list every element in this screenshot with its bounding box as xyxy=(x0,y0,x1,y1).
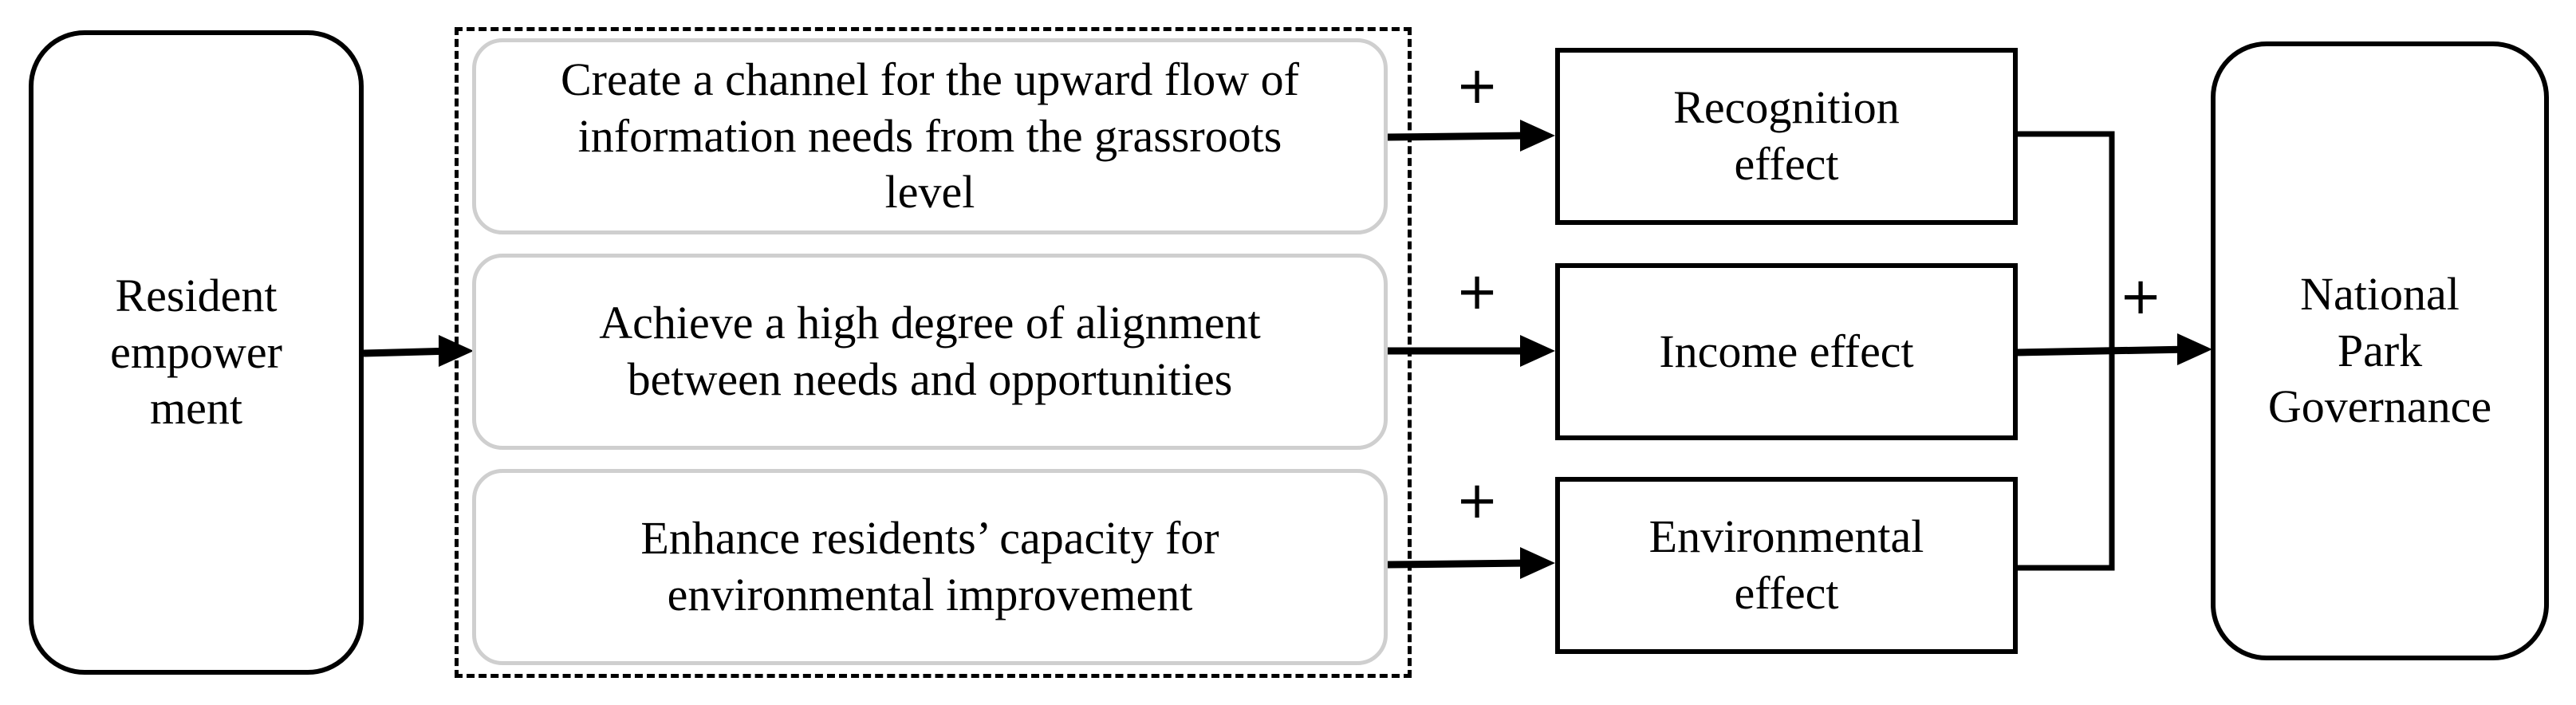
arrow-mechanism-1-to-recognition xyxy=(1387,132,1534,141)
resident-empowerment-label: Resident empower ment xyxy=(110,269,282,435)
arrowhead-mechanism-2-to-income xyxy=(1520,335,1555,367)
mechanism-label-2: Achieve a high degree of alignment betwe… xyxy=(599,297,1261,405)
resident-empowerment-node: Resident empower ment xyxy=(29,30,364,675)
environmental-effect-label: Environmental effect xyxy=(1648,510,1924,619)
mechanism-label-1: Create a channel for the upward flow of … xyxy=(561,53,1299,219)
mechanism-node-3: Enhance residents’ capacity for environm… xyxy=(472,469,1388,665)
arrow-merge-to-target xyxy=(2015,345,2191,356)
mechanism-node-2: Achieve a high degree of alignment betwe… xyxy=(472,254,1388,450)
mechanisms-group xyxy=(455,27,1412,678)
income-effect-label: Income effect xyxy=(1659,325,1914,377)
plus-sign-mechanism-2: + xyxy=(1455,262,1499,321)
recognition-effect-node: Recognition effect xyxy=(1555,48,2018,225)
mechanism-label-3: Enhance residents’ capacity for environm… xyxy=(640,512,1219,620)
mechanism-node-1: Create a channel for the upward flow of … xyxy=(472,38,1388,234)
income-effect-node: Income effect xyxy=(1555,263,2018,440)
environmental-effect-node: Environmental effect xyxy=(1555,477,2018,654)
arrow-mechanism-3-to-environmental xyxy=(1387,559,1534,569)
recognition-effect-label: Recognition effect xyxy=(1673,81,1900,190)
arrowhead-mechanism-1-to-recognition xyxy=(1520,120,1555,152)
national-park-governance-node: National Park Governance xyxy=(2211,41,2549,660)
plus-sign-mechanism-1: + xyxy=(1455,57,1499,116)
arrowhead-mechanism-3-to-environmental xyxy=(1520,547,1555,579)
arrow-source-to-mechanisms xyxy=(363,347,454,357)
plus-sign-combined: + xyxy=(2119,267,2162,326)
plus-sign-mechanism-3: + xyxy=(1455,471,1499,530)
arrowhead-merge-to-target xyxy=(2177,333,2212,365)
national-park-governance-label: National Park Governance xyxy=(2267,267,2492,433)
